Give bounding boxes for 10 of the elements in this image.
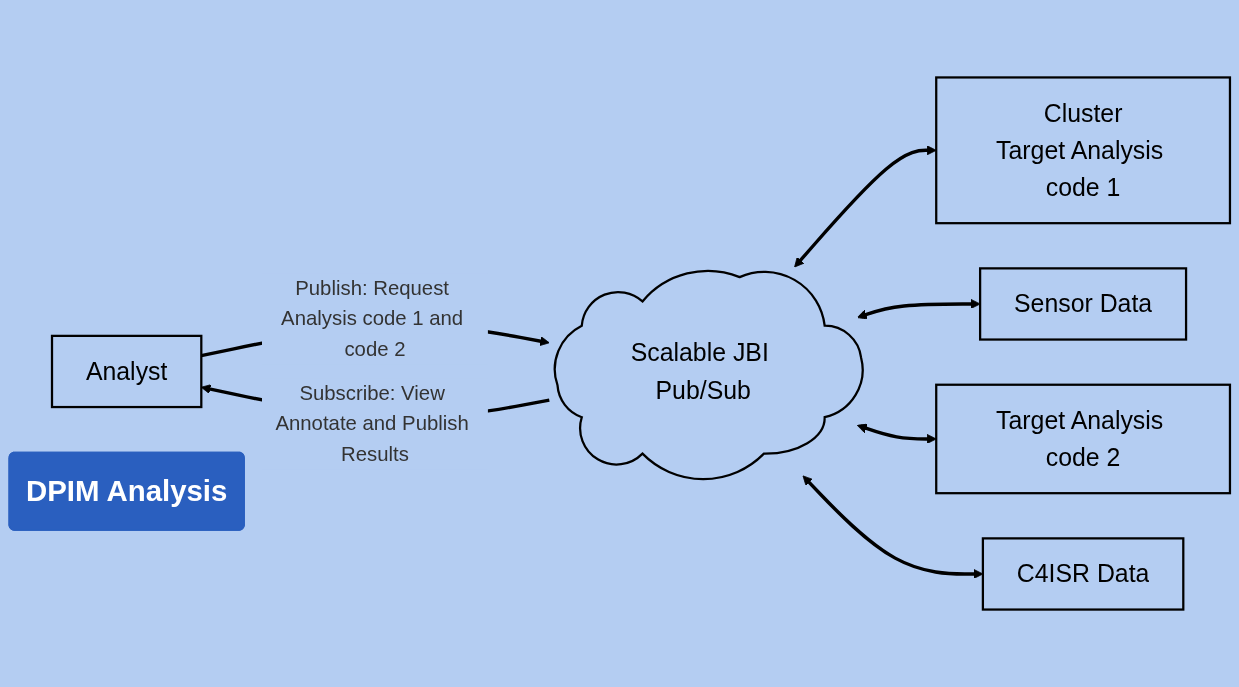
node-box: Target Analysis code 2 — [935, 383, 1232, 495]
node-box: Sensor Data — [979, 267, 1188, 341]
node-box: Cluster Target Analysis code 1 — [935, 76, 1232, 225]
edge-label: Publish: Request Analysis code 1 and code 2 — [281, 276, 464, 361]
node-box: C4ISR Data — [981, 537, 1185, 611]
edge-label: Subscribe: View Annotate and Publish Results — [275, 381, 469, 466]
node-box: Analyst — [50, 334, 203, 409]
arrow — [794, 145, 937, 268]
arrow — [857, 423, 937, 444]
arrow — [857, 299, 981, 320]
